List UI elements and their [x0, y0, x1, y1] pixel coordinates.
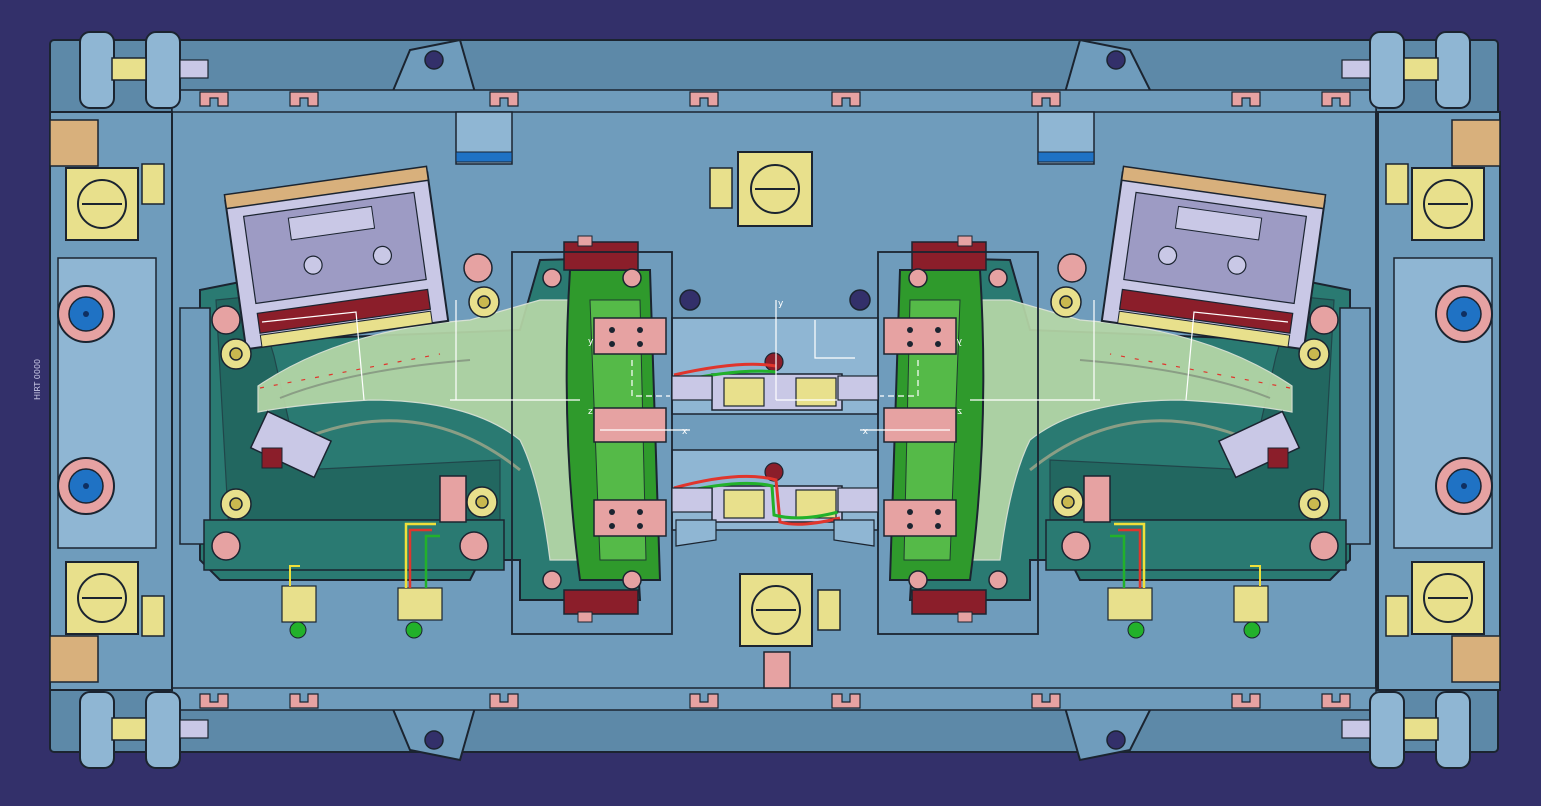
- sensor-valve: [281, 522, 443, 639]
- axis-label-z: z: [588, 407, 593, 417]
- axis-label-y: y: [588, 337, 594, 347]
- axis-triad-icon: y z x: [261, 300, 690, 437]
- fixture-half-left: y z x: [49, 31, 719, 769]
- center-clamp-top: [709, 151, 813, 227]
- center-clamp-bottom: [739, 573, 841, 689]
- locating-pin-icon: [57, 285, 115, 343]
- side-label: HIRT 0000: [33, 359, 42, 400]
- slide-rail: [671, 375, 717, 547]
- locating-pin-icon: [57, 457, 115, 515]
- bolt-circle-icon: [65, 163, 165, 241]
- guide-post-top: [79, 31, 209, 109]
- rail-clips: [199, 91, 719, 709]
- axis-label-y: y: [778, 299, 784, 309]
- clamp-cylinder: [249, 410, 467, 523]
- bolt-circle-icon: [220, 286, 500, 520]
- axis-label-x: x: [682, 427, 688, 437]
- sheet-metal-part: [257, 299, 591, 561]
- bolt-circle-icon: [65, 561, 165, 637]
- roller-bolts: [211, 253, 642, 590]
- center-cylinders: [673, 352, 843, 526]
- clamp-arm-housing: [223, 165, 450, 351]
- guide-post-bottom: [79, 691, 209, 769]
- clamp-pads: [593, 317, 667, 537]
